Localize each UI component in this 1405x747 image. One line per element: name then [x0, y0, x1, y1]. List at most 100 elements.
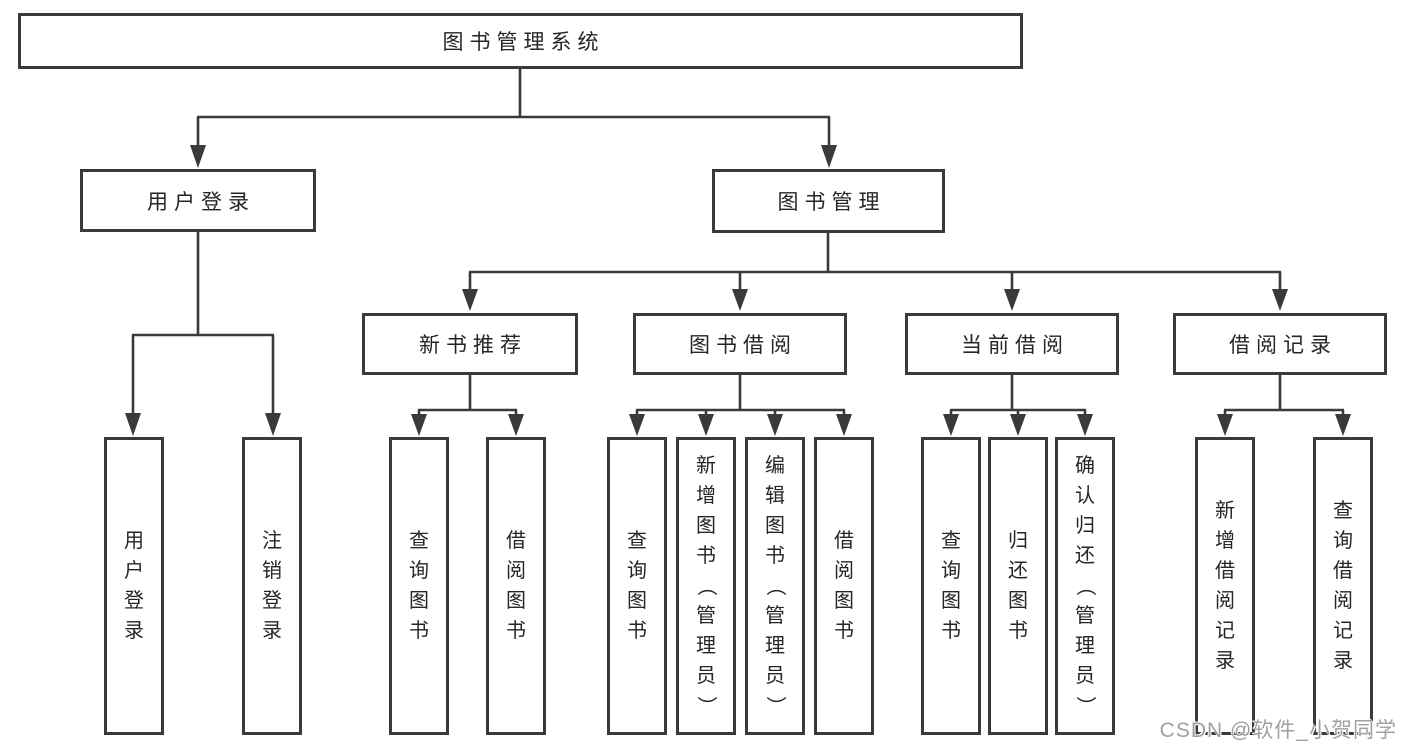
- vertical-label-char: 还: [1008, 560, 1028, 582]
- vertical-label-char: ）: [1074, 696, 1096, 716]
- vertical-label-char: ）: [695, 696, 717, 716]
- vertical-label-char: 书: [765, 545, 785, 567]
- vertical-label-char: 录: [124, 620, 144, 642]
- vertical-label-char: 录: [1333, 650, 1353, 672]
- node-leaf-query-books-current: 查询图书: [921, 437, 981, 735]
- vertical-label-char: 书: [506, 620, 526, 642]
- vertical-label-char: 询: [627, 560, 647, 582]
- vertical-label-char: 图: [506, 590, 526, 612]
- vertical-label-char: 书: [696, 545, 716, 567]
- vertical-label-char: 认: [1075, 485, 1095, 507]
- vertical-label-char: 员: [765, 665, 785, 687]
- vertical-label-char: 阅: [1333, 590, 1353, 612]
- vertical-label-char: 管: [1075, 605, 1095, 627]
- node-leaf-confirm-return-admin: 确认归还 （ 管理员 ）: [1055, 437, 1115, 735]
- vertical-label-char: 书: [627, 620, 647, 642]
- node-label: 用户登录: [147, 190, 255, 214]
- node-leaf-logout-login: 注销登录: [242, 437, 302, 735]
- node-leaf-query-borrow-record: 查询借阅记录: [1313, 437, 1373, 735]
- vertical-label-char: 归: [1075, 515, 1095, 537]
- node-library-management-system: 图书管理系统: [18, 13, 1023, 69]
- vertical-label-char: 查: [409, 530, 429, 552]
- node-label: 图书管理: [777, 191, 886, 214]
- vertical-label-char: （: [764, 576, 786, 596]
- vertical-label-char: 管: [765, 605, 785, 627]
- vertical-label-char: 询: [409, 560, 429, 582]
- vertical-label-char: 户: [124, 560, 144, 582]
- vertical-label-char: 借: [506, 530, 526, 552]
- vertical-label-char: 图: [696, 515, 716, 537]
- vertical-label-char: 还: [1075, 545, 1095, 567]
- vertical-label-char: 确: [1075, 455, 1095, 477]
- node-leaf-edit-books-admin: 编辑图书（管理员）: [745, 437, 805, 735]
- vertical-label-char: 员: [1075, 665, 1095, 687]
- vertical-label-char: 借: [1215, 560, 1235, 582]
- vertical-label-char: 阅: [1215, 590, 1235, 612]
- node-user-login: 用户登录: [80, 169, 316, 232]
- node-label: 图书管理系统: [442, 31, 605, 54]
- vertical-label-char: 编: [765, 455, 785, 477]
- node-borrowing-records: 借阅记录: [1173, 313, 1387, 375]
- vertical-label-char: 查: [627, 530, 647, 552]
- node-new-book-recommendation: 新书推荐: [362, 313, 578, 375]
- vertical-label-char: 图: [1008, 590, 1028, 612]
- vertical-label-char: 查: [941, 530, 961, 552]
- node-label: 借阅记录: [1229, 334, 1337, 357]
- vertical-label-char: 辑: [765, 485, 785, 507]
- vertical-label-char: 书: [409, 620, 429, 642]
- vertical-label-char: 书: [1008, 620, 1028, 642]
- vertical-label-char: 询: [1333, 530, 1353, 552]
- vertical-label-char: 图: [627, 590, 647, 612]
- node-book-borrowing: 图书借阅: [633, 313, 847, 375]
- vertical-label-char: 录: [262, 620, 282, 642]
- vertical-label-char: 借: [1333, 560, 1353, 582]
- node-label: 新书推荐: [419, 334, 527, 357]
- vertical-label-char: 图: [941, 590, 961, 612]
- vertical-label-char: 用: [124, 530, 144, 552]
- vertical-label-char: 新: [696, 455, 716, 477]
- vertical-label-char: 注: [262, 530, 282, 552]
- vertical-label-char: 理: [1075, 635, 1095, 657]
- vertical-label-char: 图: [834, 590, 854, 612]
- vertical-label-char: 增: [696, 485, 716, 507]
- vertical-label-char: 记: [1215, 620, 1235, 642]
- vertical-label-char: 图: [409, 590, 429, 612]
- vertical-label-char: 记: [1333, 620, 1353, 642]
- vertical-label-char: 员: [696, 665, 716, 687]
- node-leaf-query-books-recommend: 查询图书: [389, 437, 449, 735]
- node-leaf-borrow-books: 借阅图书: [814, 437, 874, 735]
- arrowheads: [125, 145, 1351, 436]
- vertical-label-char: 查: [1333, 500, 1353, 522]
- vertical-label-char: 阅: [506, 560, 526, 582]
- vertical-label-char: 登: [262, 590, 282, 612]
- vertical-label-char: 图: [765, 515, 785, 537]
- node-leaf-return-books: 归还图书: [988, 437, 1048, 735]
- vertical-label-char: 销: [262, 560, 282, 582]
- vertical-label-char: （: [1074, 576, 1096, 596]
- node-leaf-borrow-books-recommend: 借阅图书: [486, 437, 546, 735]
- vertical-label-char: 借: [834, 530, 854, 552]
- vertical-label-char: ）: [764, 696, 786, 716]
- node-leaf-add-borrow-record: 新增借阅记录: [1195, 437, 1255, 735]
- node-leaf-add-books-admin: 新增图书 （ 管理员 ）: [676, 437, 736, 735]
- vertical-label-char: 理: [696, 635, 716, 657]
- node-label: 图书借阅: [689, 334, 797, 357]
- vertical-label-char: 增: [1215, 530, 1235, 552]
- vertical-label-char: 归: [1008, 530, 1028, 552]
- node-leaf-query-books-borrowing: 查询图书: [607, 437, 667, 735]
- vertical-label-char: 书: [941, 620, 961, 642]
- node-current-borrowing: 当前借阅: [905, 313, 1119, 375]
- vertical-label-char: 登: [124, 590, 144, 612]
- node-label: 当前借阅: [961, 334, 1069, 357]
- vertical-label-char: 阅: [834, 560, 854, 582]
- node-leaf-user-login: 用户登录: [104, 437, 164, 735]
- vertical-label-char: 书: [834, 620, 854, 642]
- vertical-label-char: （: [695, 576, 717, 596]
- node-book-management: 图书管理: [712, 169, 945, 233]
- csdn-watermark: CSDN @软件_小贺同学: [1159, 719, 1397, 742]
- vertical-label-char: 询: [941, 560, 961, 582]
- vertical-label-char: 新: [1215, 500, 1235, 522]
- vertical-label-char: 管: [696, 605, 716, 627]
